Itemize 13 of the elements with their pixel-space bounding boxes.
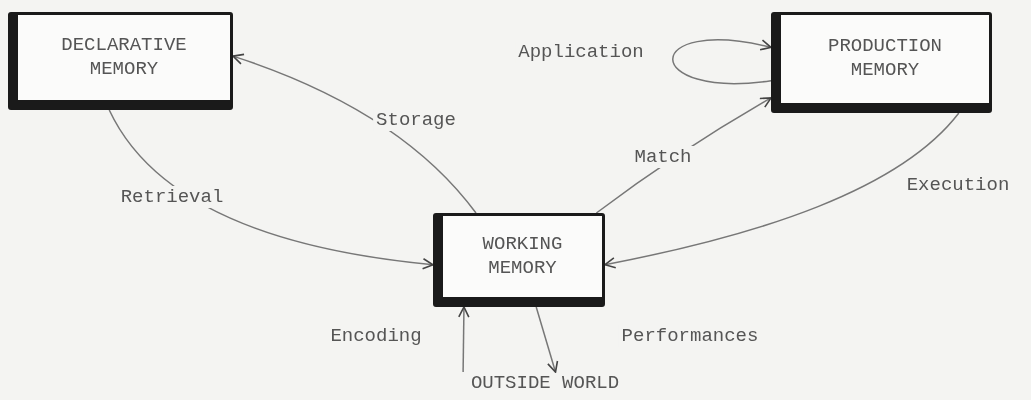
box-label: DECLARATIVE MEMORY: [60, 33, 188, 82]
arrow: [604, 112, 960, 269]
arrow: [458, 306, 470, 373]
arrow: [672, 39, 772, 85]
arrow: [535, 306, 559, 373]
memory-box: [8, 12, 233, 110]
arrow: [232, 53, 477, 214]
node-label: OUTSIDE WORLD: [469, 372, 621, 396]
memory-box: [771, 12, 992, 113]
box-label: WORKING MEMORY: [481, 232, 564, 281]
memory-box: [433, 213, 605, 307]
arrow: [108, 109, 434, 270]
box-label: PRODUCTION MEMORY: [827, 35, 943, 83]
